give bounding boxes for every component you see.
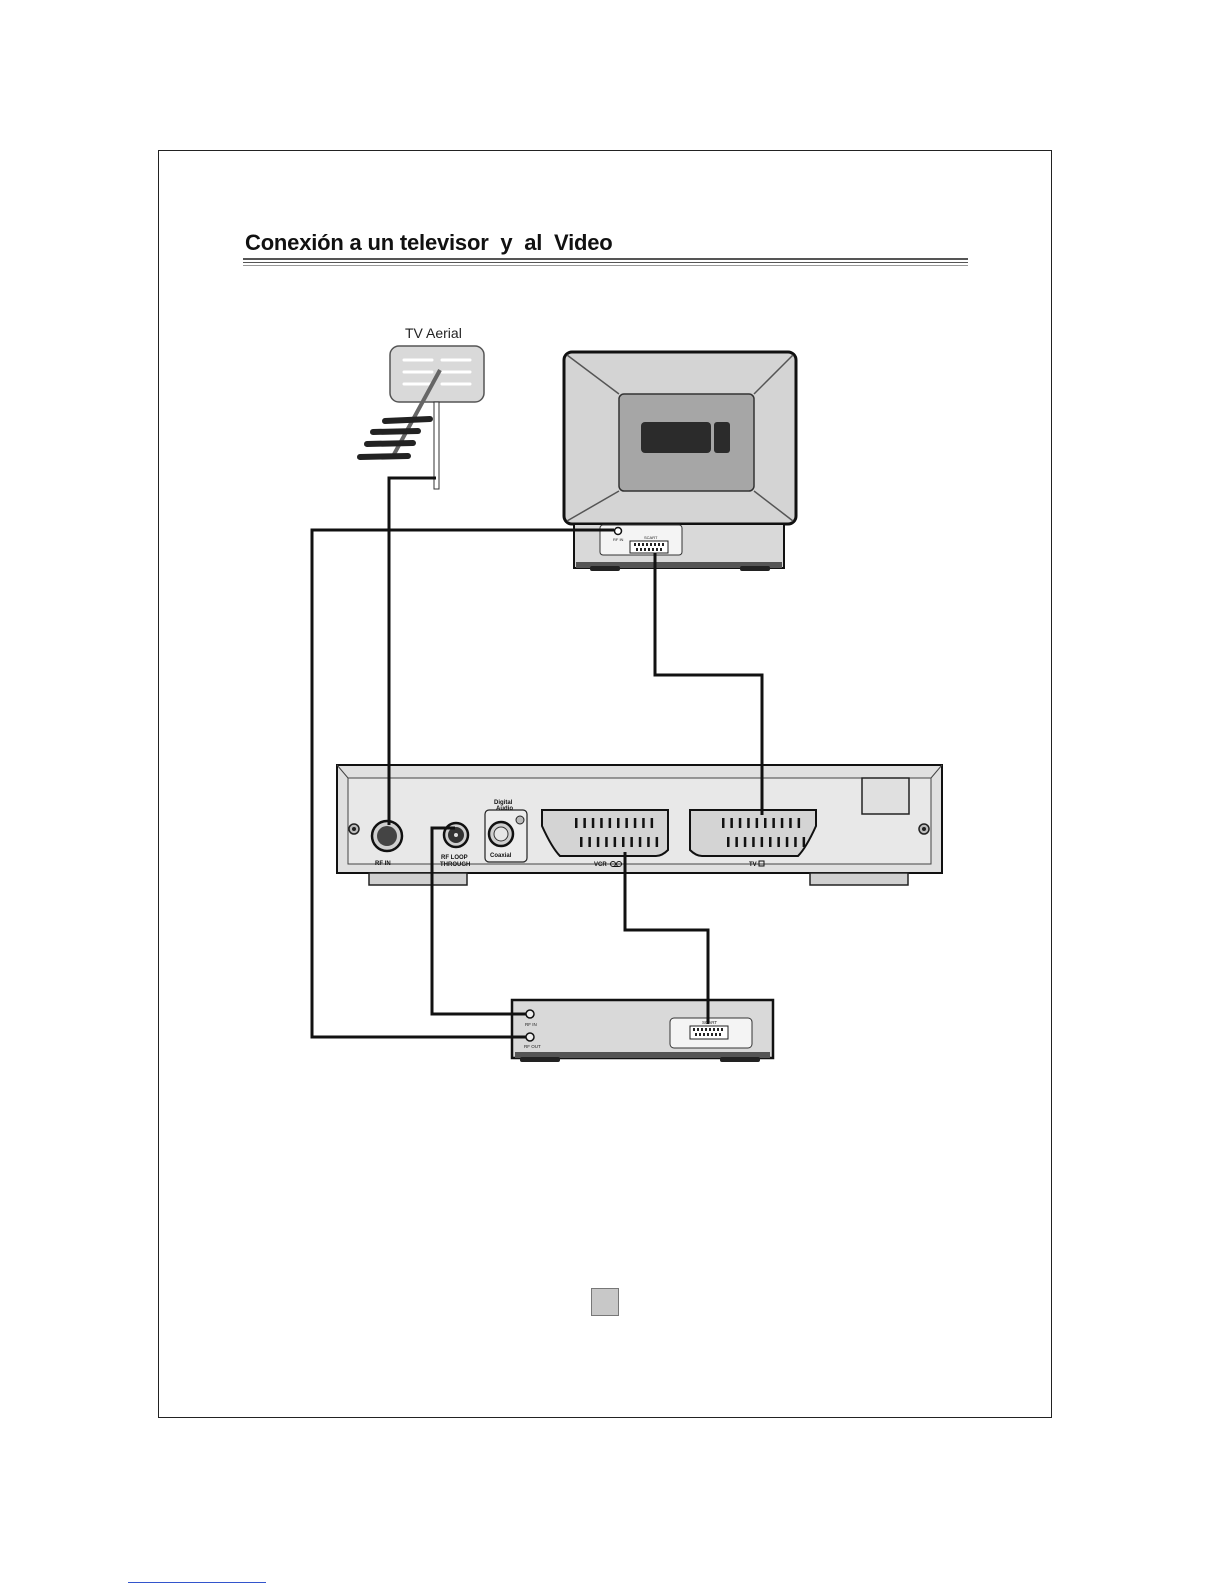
scart-pin bbox=[583, 818, 586, 828]
scart-pin bbox=[789, 818, 792, 828]
scart-pin bbox=[656, 837, 659, 847]
scart-pin bbox=[727, 837, 730, 847]
scart-pin bbox=[730, 818, 733, 828]
receiver-rf-in-label: RF IN bbox=[375, 861, 391, 867]
scart-pin bbox=[752, 837, 755, 847]
receiver-back-panel: RF IN RF LOOP THROUGH Digital Audio Coax… bbox=[337, 765, 942, 885]
tv-scart-label: SCART bbox=[644, 535, 658, 540]
scart-pin bbox=[794, 837, 797, 847]
receiver-through-label: THROUGH bbox=[440, 862, 470, 868]
scart-pin bbox=[735, 837, 738, 847]
scart-pin bbox=[769, 837, 772, 847]
scart-pin bbox=[605, 837, 608, 847]
scart-pin bbox=[651, 818, 654, 828]
scart-pin bbox=[634, 818, 637, 828]
television: RF IN SCART bbox=[564, 352, 796, 571]
tv-logo-mark bbox=[641, 422, 711, 453]
scart-pin bbox=[617, 818, 620, 828]
scart-pin bbox=[600, 818, 603, 828]
scart-pin bbox=[798, 818, 801, 828]
scart-pin bbox=[597, 837, 600, 847]
cable-vcr-scart-to-vcr bbox=[625, 852, 708, 1024]
audio-label: Audio bbox=[496, 806, 513, 812]
scart-pin bbox=[614, 837, 617, 847]
tv-aerial-label: TV Aerial bbox=[405, 325, 462, 341]
tv-scart-port-label: TV bbox=[749, 862, 757, 868]
scart-pin bbox=[609, 818, 612, 828]
page-number-marker bbox=[591, 1288, 619, 1316]
scart-pin bbox=[592, 818, 595, 828]
scart-pin bbox=[639, 837, 642, 847]
receiver-rf-loop-label: RF LOOP bbox=[441, 855, 468, 861]
scart-pin bbox=[722, 818, 725, 828]
receiver-power-socket bbox=[862, 778, 909, 814]
tv-aerial: TV Aerial bbox=[360, 325, 484, 489]
bottom-underline bbox=[128, 1582, 266, 1583]
coaxial-label: Coaxial bbox=[490, 853, 512, 859]
scart-pin bbox=[575, 818, 578, 828]
scart-pin bbox=[625, 818, 628, 828]
tv-scart-socket bbox=[630, 541, 668, 553]
scart-pin bbox=[739, 818, 742, 828]
vcr-rf-out-jack bbox=[526, 1033, 534, 1041]
scart-pin bbox=[744, 837, 747, 847]
scart-pin bbox=[772, 818, 775, 828]
aerial-mast bbox=[434, 402, 439, 489]
tv-rf-in-label: RF IN bbox=[613, 537, 624, 542]
scart-pin bbox=[647, 837, 650, 847]
receiver-vcr-scart bbox=[542, 810, 668, 856]
vcr-rf-out-label: RF OUT bbox=[524, 1044, 541, 1049]
scart-pin bbox=[588, 837, 591, 847]
scart-pin bbox=[756, 818, 759, 828]
vcr-rf-in-label: RF IN bbox=[525, 1022, 537, 1027]
vcr: RF IN RF OUT SCART bbox=[512, 1000, 773, 1062]
vcr-scart-text: SCART bbox=[702, 1020, 717, 1025]
scart-pin bbox=[803, 837, 806, 847]
vcr-scart-label: VCR bbox=[594, 862, 607, 868]
scart-pin bbox=[781, 818, 784, 828]
scart-pin bbox=[747, 818, 750, 828]
scart-pin bbox=[786, 837, 789, 847]
scart-pin bbox=[761, 837, 764, 847]
receiver-tv-scart bbox=[690, 810, 816, 856]
scart-pin bbox=[642, 818, 645, 828]
vcr-rf-in-jack bbox=[526, 1010, 534, 1018]
scart-pin bbox=[764, 818, 767, 828]
scart-pin bbox=[580, 837, 583, 847]
scart-pin bbox=[622, 837, 625, 847]
scart-pin bbox=[630, 837, 633, 847]
tv-rf-in-jack bbox=[615, 528, 622, 535]
scart-pin bbox=[777, 837, 780, 847]
